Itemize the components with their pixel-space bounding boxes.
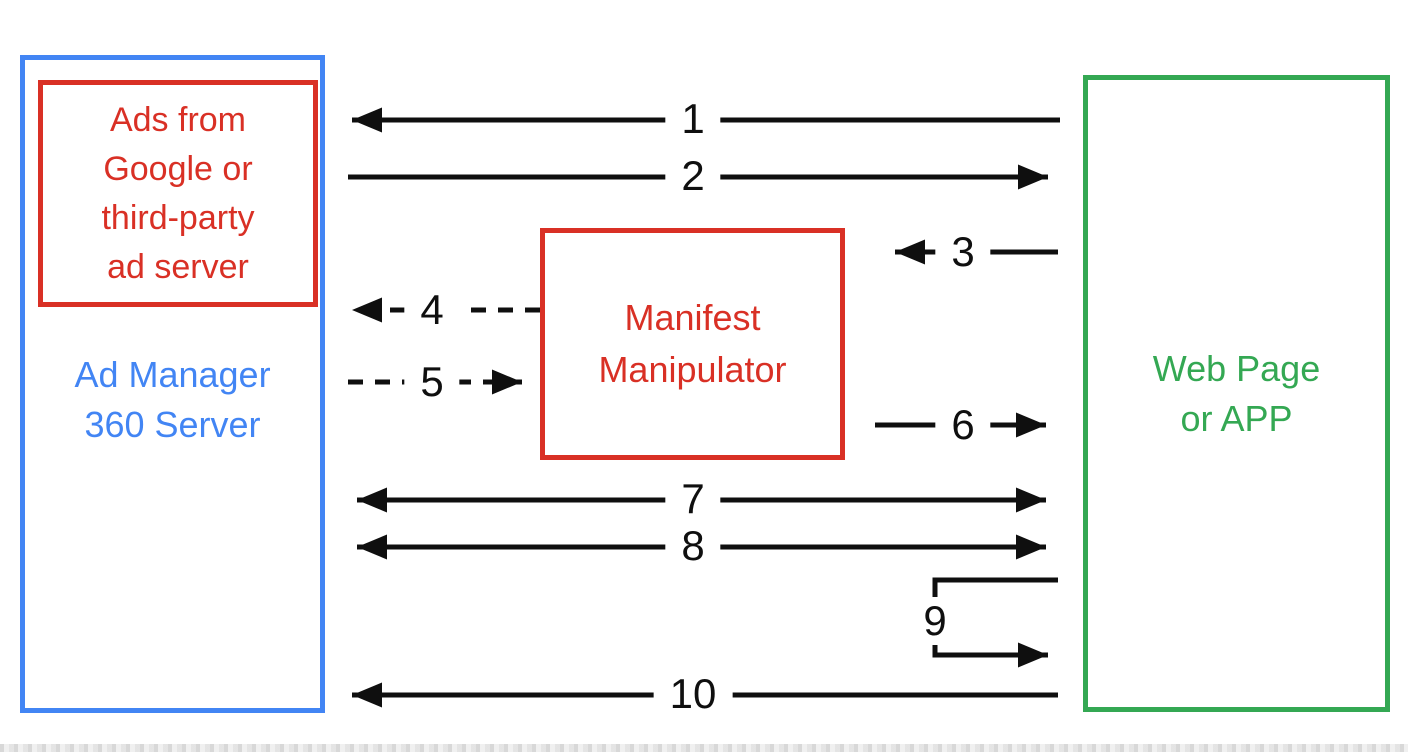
ads-source-label-line-4: ad server (107, 247, 249, 286)
ad-manager-label-line-2: 360 Server (84, 404, 261, 445)
ads-source-label-line-1: Ads from (109, 100, 247, 139)
web-page-or-app-box: Web Page or APP (1083, 75, 1390, 712)
manifest-manipulator-box: Manifest Manipulator (540, 228, 845, 460)
arrow-1-label: 1 (665, 95, 721, 143)
arrow-3-label: 3 (935, 228, 991, 276)
arrow-2-label: 2 (665, 152, 721, 200)
arrow-9-label: 9 (907, 597, 963, 645)
arrow-7-label: 7 (665, 475, 721, 523)
ad-manager-360-server-label: Ad Manager 360 Server (25, 350, 320, 450)
ad-manager-label-line-1: Ad Manager (74, 354, 271, 395)
ads-source-label-line-2: Google or (103, 149, 253, 188)
web-page-label-line-2: or APP (1180, 397, 1293, 439)
arrow-10-label: 10 (653, 670, 733, 718)
arrow-6-label: 6 (935, 401, 991, 449)
ads-source-label-line-3: third-party (101, 198, 255, 237)
arrow-5-label: 5 (404, 358, 460, 406)
arrow-4-label: 4 (404, 286, 460, 334)
manifest-manipulator-label-line-2: Manipulator (598, 349, 787, 390)
arrow-8-label: 8 (665, 522, 721, 570)
bottom-scan-artifact (0, 744, 1408, 752)
web-page-label-line-1: Web Page (1152, 347, 1321, 389)
ads-source-box: Ads from Google or third-party ad server (38, 80, 318, 307)
manifest-manipulator-label-line-1: Manifest (624, 297, 761, 338)
ad-manager-360-server-box: Ads from Google or third-party ad server… (20, 55, 325, 713)
